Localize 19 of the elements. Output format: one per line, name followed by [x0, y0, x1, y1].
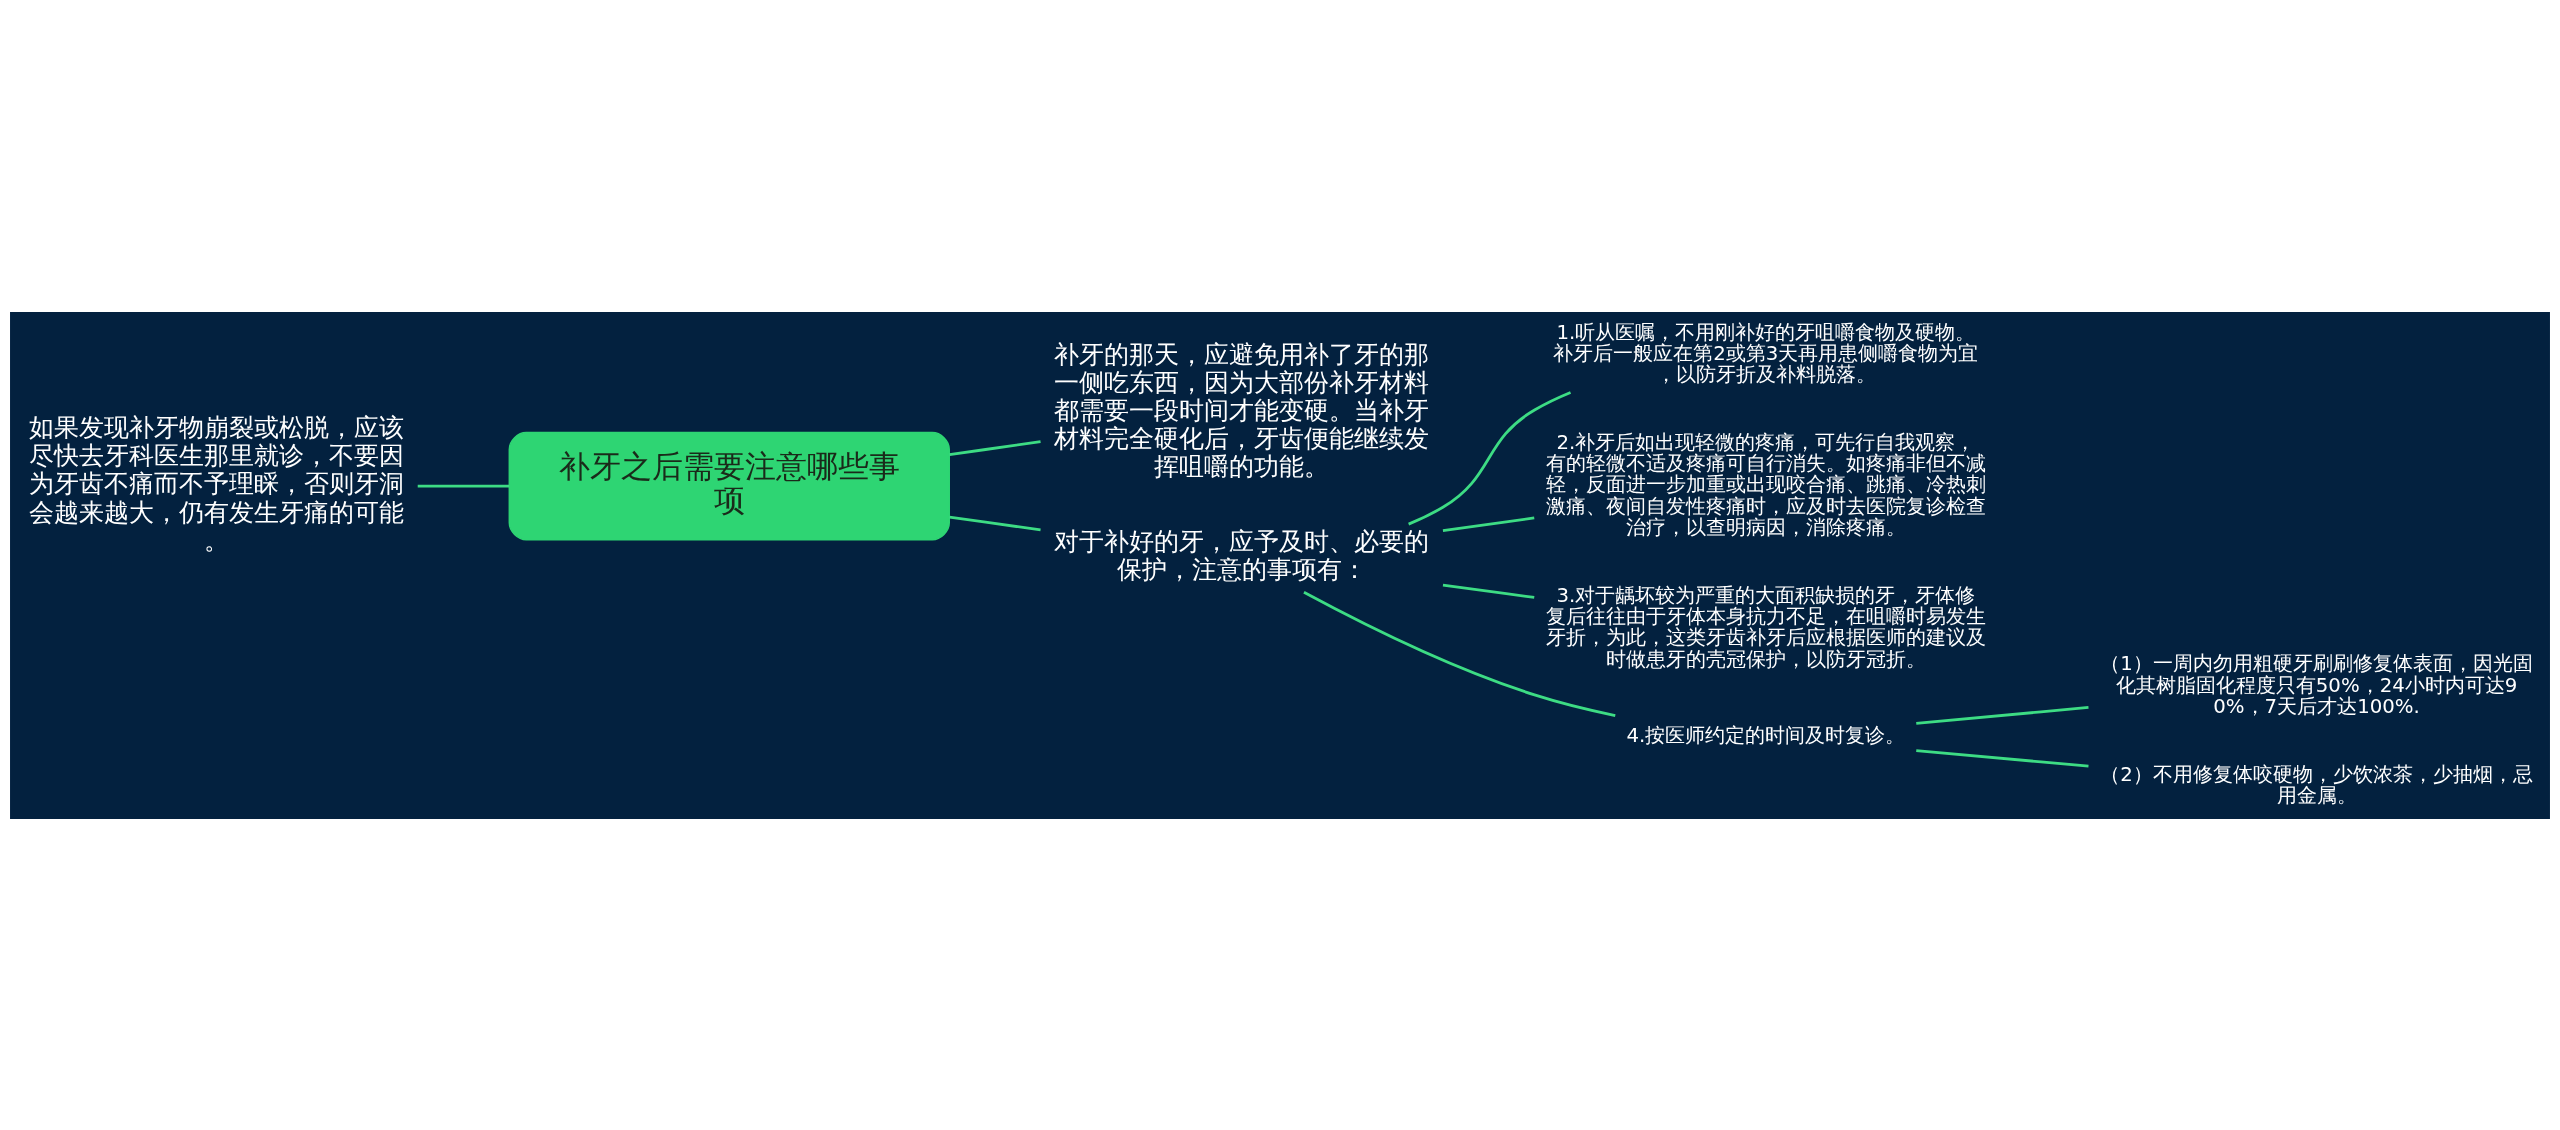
connector	[949, 439, 1041, 456]
node-text: 3.对于龋坏较为严重的大面积缺损的牙，牙体修复后往往由于牙体本身抗力不足，在咀嚼时易发生牙折，为此，这类牙齿补牙后应根据医师的建议及时做患牙的壳冠保护，以防牙冠折。	[1545, 583, 1986, 671]
connector	[1442, 516, 1535, 532]
node-text: 如果发现补牙物崩裂或松脱，应该尽快去牙科医生那里就诊，不要因为牙齿不痛而不予理睬，否则牙洞会越来越大，仍有发生牙痛的可能。	[29, 411, 405, 555]
node-text: 2.补牙后如出现轻微的疼痛，可先行自我观察，有的轻微不适及疼痛可自行消失。如疼痛非但不减轻，反面进一步加重或出现咬合痛、跳痛、冷热刺激痛、夜间自发性疼痛时，应及时去医院复诊检查治疗，以查明病因，消除疼痛。	[1545, 430, 1986, 539]
node-text: 1.听从医嘱，不用刚补好的牙咀嚼食物及硬物。补牙后一般应在第2或第3天再用患侧嚼食物为宜，以防牙折及补料脱落。	[1553, 320, 1979, 386]
connector	[1408, 390, 1572, 525]
node-box: 补牙之后需要注意哪些事项	[508, 431, 950, 540]
connector	[1916, 748, 2089, 768]
connector	[1442, 583, 1535, 599]
node-text: （2）不用修复体咬硬物，少饮浓茶，少抽烟，忌用金属。	[2100, 762, 2533, 807]
connector	[949, 515, 1041, 531]
connector	[417, 484, 510, 488]
node-text: （1）一周内勿用粗硬牙刷刷修复体表面，因光固化其树脂固化程度只有50%，24小时内可达90%，7天后才达100%.	[2100, 652, 2533, 718]
node-text: 对于补好的牙，应予及时、必要的保护，注意的事项有：	[1054, 525, 1430, 584]
connector	[1303, 590, 1616, 717]
node-text: 4.按医师约定的时间及时复诊。	[1626, 723, 1906, 747]
node-text: 补牙的那天，应避免用补了牙的那一侧吃东西，因为大部份补牙材料都需要一段时间才能变硬。当补牙材料完全硬化后，牙齿便能继续发挥咀嚼的功能。	[1054, 338, 1430, 481]
connector	[1916, 705, 2089, 725]
